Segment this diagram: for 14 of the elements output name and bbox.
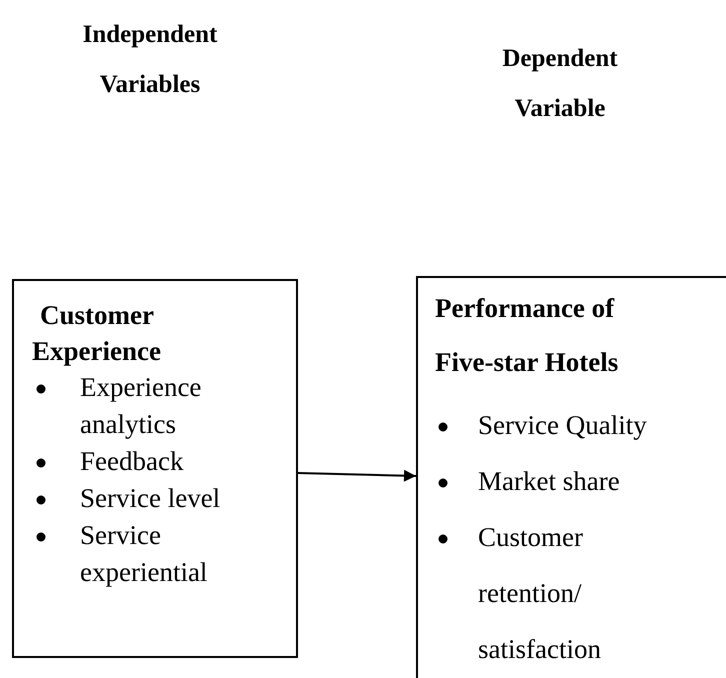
column-heading: Independent Variables <box>82 20 218 100</box>
list-item-text: Service experiential <box>80 519 208 589</box>
column-heading: Dependent Variable <box>501 44 619 124</box>
arrow <box>298 470 416 482</box>
list-item-text: Service level <box>80 482 222 515</box>
variable-box <box>416 276 726 678</box>
list-item-text: Experience analytics <box>80 371 202 441</box>
list-item-text: Market share <box>478 465 621 498</box>
list-item-text: Service Quality <box>478 409 648 442</box>
list-item-text: Customer retention/ satisfaction <box>478 521 602 666</box>
list-item-text: Feedback <box>80 445 184 478</box>
box-heading: Performance of Five-star Hotels <box>435 292 620 379</box>
box-heading: Customer Experience <box>32 299 162 368</box>
variable-box <box>12 279 298 658</box>
